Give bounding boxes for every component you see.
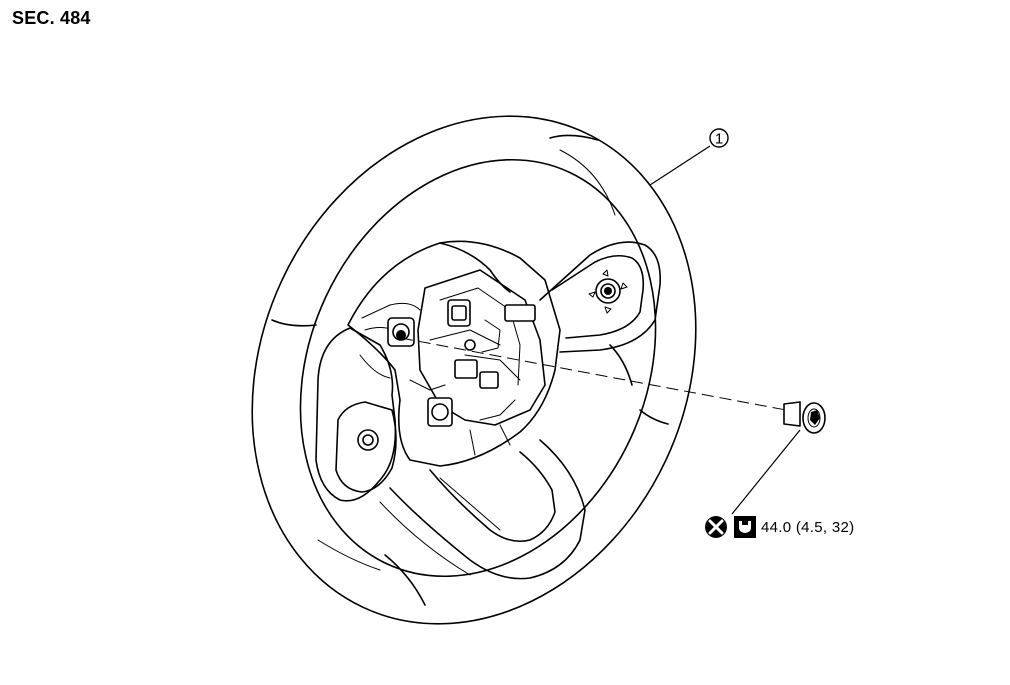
left-spoke: [315, 327, 397, 502]
steering-wheel-bolt[interactable]: [783, 401, 826, 434]
callout-1: 1: [709, 128, 729, 148]
section-label: SEC. 484: [12, 8, 91, 28]
steering-wheel-rim: [251, 115, 697, 625]
callout-leader-line: [649, 145, 711, 186]
do-not-reuse-icon: [705, 516, 727, 538]
right-steering-switch[interactable]: [588, 269, 628, 314]
bolt-leader-line: [731, 429, 801, 515]
torque-wrench-icon: [734, 516, 756, 538]
torque-value: 44.0 (4.5, 32): [761, 519, 855, 536]
callout-number: 1: [715, 131, 723, 148]
bolt-center-line: [400, 337, 787, 411]
right-spoke: [539, 241, 662, 386]
lower-spoke: [379, 439, 586, 580]
left-steering-switch[interactable]: [357, 429, 379, 451]
steering-hub: [347, 240, 561, 467]
